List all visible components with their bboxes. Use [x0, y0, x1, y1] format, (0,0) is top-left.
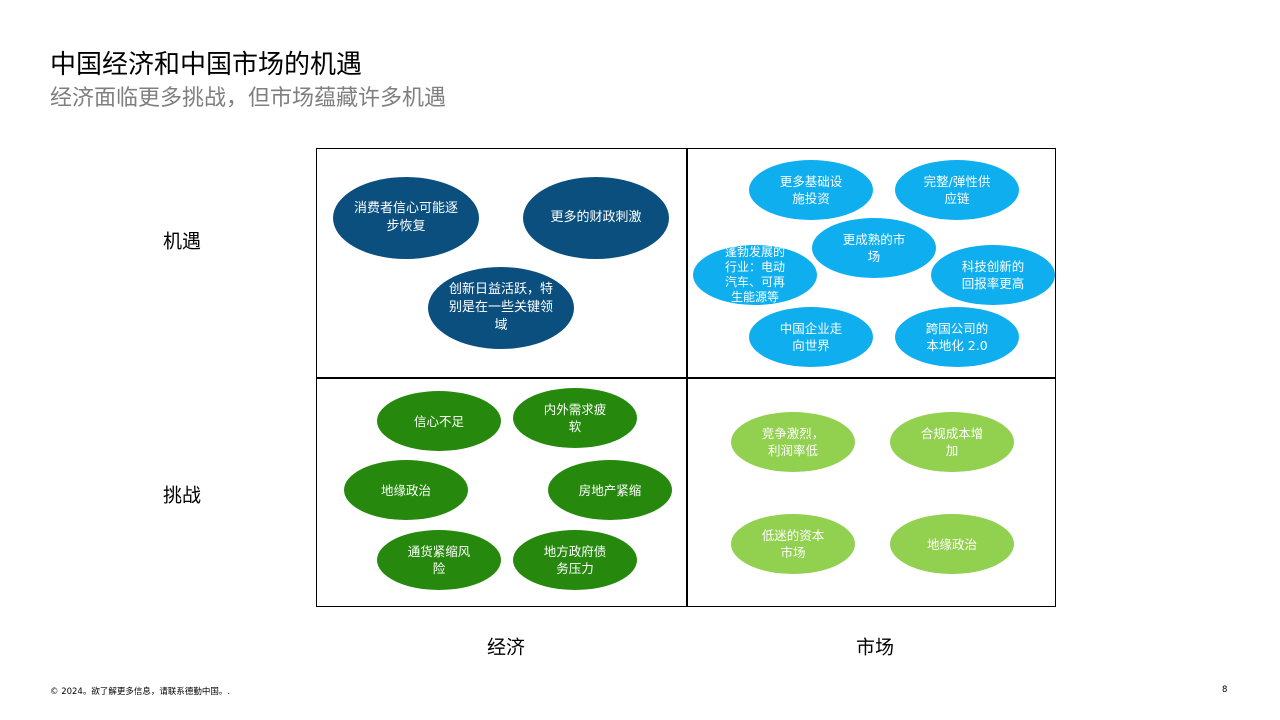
- economy-challenge-bubble: 地方政府债务压力: [513, 530, 637, 590]
- market-opportunity-bubble: 跨国公司的本地化 2.0: [895, 307, 1019, 367]
- economy-challenge-bubble: 房地产紧缩: [548, 460, 672, 520]
- market-challenge-bubble: 合规成本增加: [890, 412, 1014, 472]
- market-challenge-bubble: 地缘政治: [890, 514, 1014, 574]
- economy-opportunity-bubble: 更多的财政刺激: [523, 177, 669, 259]
- economy-challenge-bubble: 内外需求疲软: [513, 388, 637, 448]
- col-label-economy: 经济: [486, 636, 526, 659]
- horizontal-divider: [316, 377, 1056, 379]
- footer-copyright: © 2024。欲了解更多信息，请联系德勤中国。.: [50, 687, 231, 697]
- market-opportunity-bubble: 科技创新的回报率更高: [931, 245, 1055, 305]
- market-opportunity-bubble: 中国企业走向世界: [749, 307, 873, 367]
- row-label-challenge: 挑战: [162, 484, 202, 507]
- slide-title: 中国经济和中国市场的机遇: [50, 50, 363, 80]
- market-opportunity-bubble: 完整/弹性供应链: [895, 160, 1019, 220]
- economy-challenge-bubble: 地缘政治: [344, 460, 468, 520]
- market-challenge-bubble: 竞争激烈，利润率低: [731, 412, 855, 472]
- col-label-market: 市场: [855, 636, 895, 659]
- economy-challenge-bubble: 信心不足: [377, 391, 501, 451]
- economy-challenge-bubble: 通货紧缩风险: [377, 530, 501, 590]
- market-opportunity-bubble: 更多基础设施投资: [749, 160, 873, 220]
- market-opportunity-bubble: 蓬勃发展的行业：电动汽车、可再生能源等: [693, 245, 817, 305]
- row-label-opportunity: 机遇: [162, 230, 202, 253]
- economy-opportunity-bubble: 消费者信心可能逐步恢复: [333, 177, 479, 259]
- economy-opportunity-bubble: 创新日益活跃，特别是在一些关键领域: [428, 267, 574, 349]
- page-number: 8: [1222, 685, 1228, 695]
- slide-subtitle: 经济面临更多挑战，但市场蕴藏许多机遇: [50, 86, 447, 111]
- market-opportunity-bubble: 更成熟的市场: [812, 218, 936, 278]
- market-challenge-bubble: 低迷的资本市场: [731, 514, 855, 574]
